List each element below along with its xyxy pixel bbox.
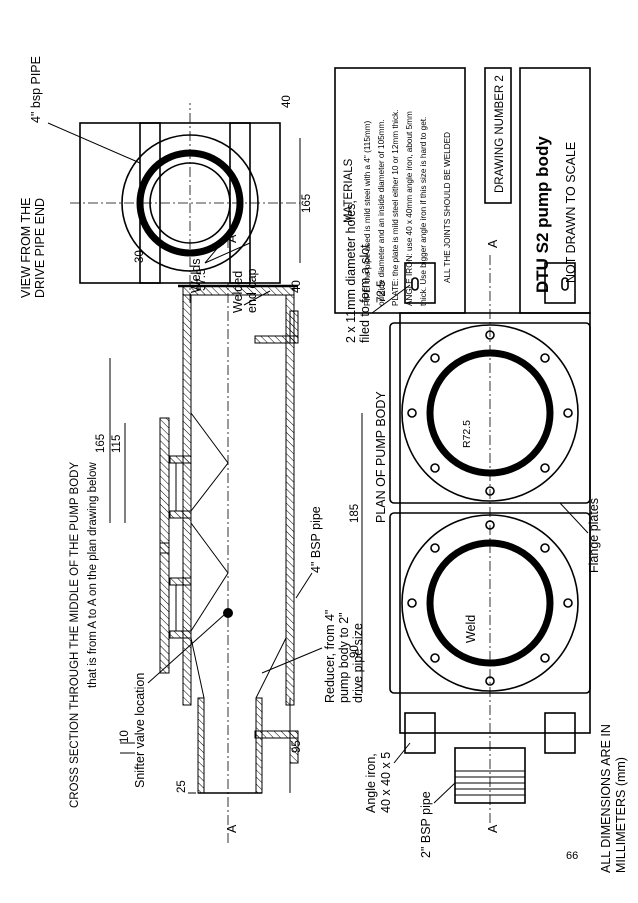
dims-note-2: MILLIMETERS (mm) <box>614 757 628 873</box>
welds-leader-2 <box>204 232 231 264</box>
materials-line-2: outside diameter and an inside diameter … <box>377 119 386 306</box>
materials-line-4: ANGLE IRON: use 40 x 40mm angle iron, ab… <box>405 111 414 306</box>
slot-hole-1 <box>411 277 419 291</box>
section-title-2: that is from A to A on the plan drawing … <box>87 462 99 688</box>
plan-a-top: A <box>486 239 500 248</box>
dim-57-5: 57.5 <box>196 269 208 291</box>
bsp2-leader <box>433 782 456 804</box>
page-number: 66 <box>566 850 579 862</box>
reducer-top <box>190 637 205 699</box>
foot-left-bottom <box>544 712 576 754</box>
end-dim-165: 165 <box>301 194 313 213</box>
r72-label: R72.5 <box>461 420 473 448</box>
branch2-wall-right <box>169 455 192 464</box>
section-a-top: A <box>225 234 239 243</box>
materials-line-5: thick. Use bigger angle iron if this siz… <box>419 117 428 306</box>
body-wall-top <box>182 294 192 706</box>
body-wall-bottom <box>285 294 295 706</box>
title-block-title: DTU S2 pump body <box>533 136 552 293</box>
flange-leader <box>559 502 589 534</box>
branch1-wall-left <box>169 630 192 639</box>
end-view-pipe-leader <box>47 122 141 164</box>
branch1-cone <box>190 522 229 632</box>
angle-leader <box>393 742 411 764</box>
snifter-hole <box>223 608 233 618</box>
reducer-bottom <box>255 637 287 699</box>
angle-label-2: 40 x 40 x 5 <box>379 752 393 813</box>
branch2-cone <box>190 412 229 512</box>
plan-body-outline <box>399 312 591 734</box>
snifter-label: Snifter valve location <box>133 673 147 788</box>
drive-pipe-wall-bottom <box>255 697 263 794</box>
welded-label-1: Welded <box>231 271 245 313</box>
plan-title: PLAN OF PUMP BODY <box>374 391 388 523</box>
foot-right-top <box>404 262 436 304</box>
bsp4-label: 4" BSP pipe <box>309 506 323 573</box>
materials-line-6: ALL THE JOINTS SHOULD BE WELDED <box>443 132 452 283</box>
holes-label-2: filed to form a slot <box>358 244 372 343</box>
dim-115: 115 <box>111 435 123 453</box>
end-view-pipe-label: 4" bsp PIPE <box>29 56 43 123</box>
bsp2-label: 2" BSP pipe <box>419 791 433 858</box>
plan-dim-90: 90 <box>349 645 361 658</box>
section-title-1: CROSS SECTION THROUGH THE MIDDLE OF THE … <box>69 462 81 808</box>
dim-95: 95 <box>291 740 303 753</box>
plan-dim-185: 185 <box>349 504 361 523</box>
weld-label: Weld <box>464 615 478 643</box>
end-view-title-2: DRIVE PIPE END <box>33 198 47 298</box>
materials-line-3: PLATE: the plate is mild steel either 10… <box>391 110 400 306</box>
end-view: VIEW FROM THE DRIVE PIPE END 4" bsp PIPE… <box>19 56 313 303</box>
dim-10: 10 <box>119 730 131 743</box>
reducer-label-3: drive pipe size <box>351 623 365 703</box>
branch1-wall-right <box>169 577 192 586</box>
plan-flange-2-outer <box>401 324 579 502</box>
title-block-border <box>519 67 591 314</box>
bsp4-leader <box>295 572 313 599</box>
end-dim-40: 40 <box>281 95 293 108</box>
dims-note-1: ALL DIMENSIONS ARE IN <box>599 724 613 873</box>
snifter-leader <box>147 614 225 684</box>
holes-label-1: 2 x 11mm diameter holes, <box>344 200 358 343</box>
reducer-label-2: pump body to 2" <box>337 612 351 703</box>
welded-leader <box>243 290 271 306</box>
branch2-wall-left <box>169 510 192 519</box>
end-view-title-1: VIEW FROM THE <box>19 198 33 298</box>
reducer-label-1: Reducer, from 4" <box>323 610 337 703</box>
welds-leader-1 <box>204 242 251 264</box>
drawing-number: DRAWING NUMBER 2 <box>494 75 506 193</box>
title-block: DTU S2 pump body NOT DRAWN TO SCALE <box>519 67 591 314</box>
drive-pipe-wall-top <box>197 697 205 794</box>
dim-165: 165 <box>95 434 107 453</box>
title-block-subtitle: NOT DRAWN TO SCALE <box>564 142 578 283</box>
drawing-number-border <box>484 67 512 204</box>
drawing-number-box: DRAWING NUMBER 2 <box>484 67 512 204</box>
foot-right-bottom <box>544 262 576 304</box>
plan-a-bottom: A <box>486 824 500 833</box>
flange-plate-1 <box>159 542 170 674</box>
angle-iron-right-leg <box>254 335 299 344</box>
welds-label: Welds <box>189 258 203 293</box>
holes-leader <box>371 284 411 314</box>
materials-line-1: PIPE: the pipe used is mild steel with a… <box>363 120 372 306</box>
dim-25: 25 <box>176 780 188 793</box>
flange-label: Flange plates <box>587 498 601 573</box>
materials-heading: MATERIALS <box>343 158 355 223</box>
cross-section: CROSS SECTION THROUGH THE MIDDLE OF THE … <box>69 233 365 843</box>
materials-box: MATERIALS PIPE: the pipe used is mild st… <box>334 67 466 314</box>
reducer-leader <box>261 647 323 674</box>
plan-dim-72-5: 72.5 <box>376 281 388 303</box>
dim-40: 40 <box>291 280 303 293</box>
foot-left-top <box>404 712 436 754</box>
flange-plate-2 <box>159 417 170 554</box>
angle-iron-left-leg <box>254 730 299 739</box>
welded-label-2: end cap <box>245 268 259 313</box>
slot-hole-2 <box>561 277 569 291</box>
plan-view: PLAN OF PUMP BODY 2 x 11mm diameter hole… <box>344 200 628 873</box>
section-a-bottom: A <box>225 824 239 833</box>
section-dimensions: 10 25 95 165 115 30 57.5 40 <box>95 250 303 794</box>
angle-label-1: Angle iron, <box>364 753 378 813</box>
